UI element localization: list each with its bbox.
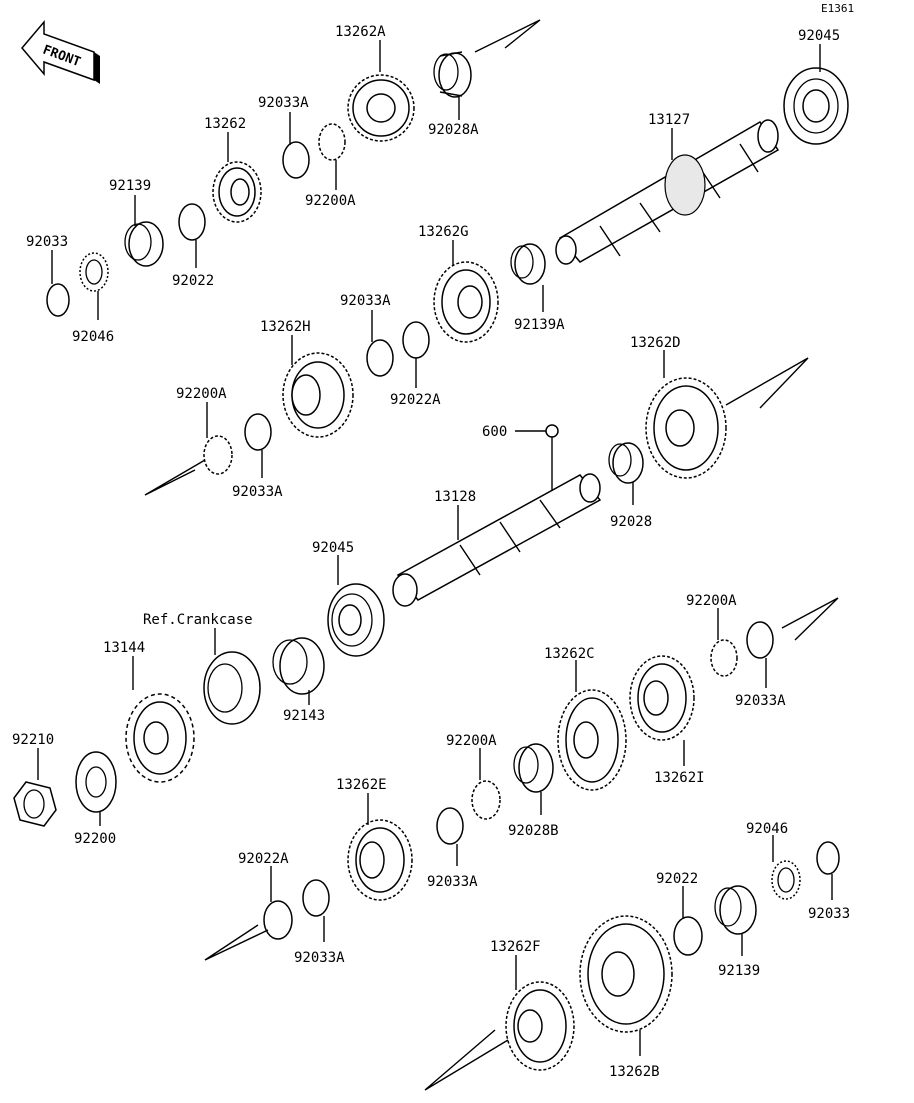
circlip-92033a-2 [366, 339, 394, 377]
label-13262e: 13262E [336, 777, 387, 793]
washer-92200a-4 [471, 780, 501, 820]
gear-13262d [645, 377, 727, 479]
gear-13262c [557, 689, 627, 791]
bearing-92028 [608, 442, 644, 484]
label-92143: 92143 [283, 708, 325, 724]
gear-13262g [433, 261, 499, 343]
label-92033a-3: 92033A [232, 484, 283, 500]
label-13262h: 13262H [260, 319, 311, 335]
gear-13262e [347, 819, 413, 901]
label-92046-2: 92046 [746, 821, 788, 837]
label-92033-2: 92033 [808, 906, 850, 922]
washer-92200a-1 [318, 123, 346, 161]
label-92033a-4: 92033A [735, 693, 786, 709]
shaft-13128 [392, 473, 602, 607]
bearing-92028a [433, 51, 472, 98]
label-92200a-4: 92200A [446, 733, 497, 749]
gear-13262b [579, 915, 673, 1033]
collar-92139-1 [124, 221, 164, 267]
label-92022-2: 92022 [656, 871, 698, 887]
label-92200: 92200 [74, 831, 116, 847]
label-92033a-5: 92033A [427, 874, 478, 890]
label-92022a-1: 92022A [390, 392, 441, 408]
gear-13262a [347, 74, 415, 142]
label-92046-1: 92046 [72, 329, 114, 345]
sleeve-92143 [272, 637, 325, 695]
label-13262: 13262 [204, 116, 246, 132]
label-13262f: 13262F [490, 939, 541, 955]
label-92033-1: 92033 [26, 234, 68, 250]
label-92045-mid: 92045 [312, 540, 354, 556]
bearing-92045-top [783, 67, 849, 145]
label-13127: 13127 [648, 112, 690, 128]
washer-92022-2 [673, 916, 703, 956]
ball-600 [545, 424, 559, 438]
washer-92022-1 [178, 203, 206, 241]
label-92210: 92210 [12, 732, 54, 748]
label-92139-1: 92139 [109, 178, 151, 194]
label-92139a: 92139A [514, 317, 565, 333]
label-13262a: 13262A [335, 24, 386, 40]
label-13262c: 13262C [544, 646, 595, 662]
washer-92022a-1 [402, 321, 430, 359]
label-92028: 92028 [610, 514, 652, 530]
nut-92210 [13, 781, 57, 827]
label-92022-1: 92022 [172, 273, 214, 289]
circlip-92033-2 [816, 841, 840, 875]
label-13262d: 13262D [630, 335, 681, 351]
washer-92022a-2 [263, 900, 293, 940]
label-13262g: 13262G [418, 224, 469, 240]
label-13262b: 13262B [609, 1064, 660, 1080]
label-92022a-2: 92022A [238, 851, 289, 867]
circlip-92033a-6 [302, 879, 330, 917]
label-ref-crankcase: Ref.Crankcase [143, 612, 253, 628]
label-92200a-3: 92200A [686, 593, 737, 609]
gear-13262f [505, 981, 575, 1071]
label-13128: 13128 [434, 489, 476, 505]
label-92033a-2: 92033A [340, 293, 391, 309]
needle-bearing-92046-2 [771, 860, 801, 900]
circlip-92033a-3 [244, 413, 272, 451]
washer-92200a-2 [203, 435, 233, 475]
washer-92200 [75, 751, 117, 813]
label-92045-top: 92045 [798, 28, 840, 44]
label-92033a-1: 92033A [258, 95, 309, 111]
circlip-92033a-1 [282, 141, 310, 179]
gear-13262i [629, 655, 695, 741]
sprocket-13144 [125, 693, 195, 783]
oil-seal-ref-crankcase [203, 651, 261, 725]
label-92028a: 92028A [428, 122, 479, 138]
label-92028b: 92028B [508, 823, 559, 839]
label-92200a-1: 92200A [305, 193, 356, 209]
front-arrow-icon: FRONT [21, 19, 100, 84]
shaft-13127 [555, 119, 780, 265]
label-600: 600 [482, 424, 507, 440]
collar-92139a [510, 243, 546, 285]
diagram-code: E1361 [821, 2, 854, 15]
gear-13262 [212, 161, 262, 223]
label-92200a-2: 92200A [176, 386, 227, 402]
needle-bearing-92046-1 [79, 252, 109, 292]
circlip-92033a-5 [436, 807, 464, 845]
collar-92139-2 [714, 885, 757, 935]
bearing-92045-mid [327, 583, 385, 657]
label-92139-2: 92139 [718, 963, 760, 979]
gear-13262h [282, 352, 354, 438]
label-13144: 13144 [103, 640, 145, 656]
label-92033a-6: 92033A [294, 950, 345, 966]
bearing-92028b [513, 743, 554, 793]
circlip-92033-1 [46, 283, 70, 317]
circlip-92033a-4 [746, 621, 774, 659]
washer-92200a-3 [710, 639, 738, 677]
label-13262i: 13262I [654, 770, 705, 786]
